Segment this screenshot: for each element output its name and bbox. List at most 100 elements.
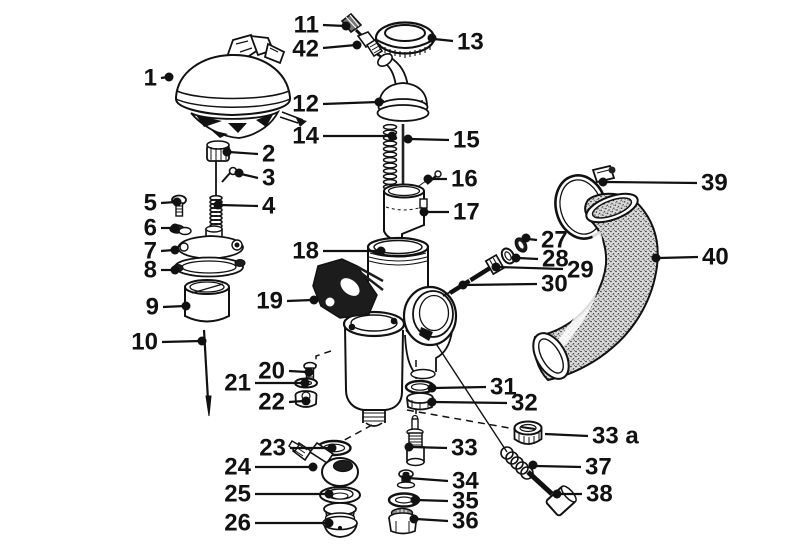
part-ring-nut [374, 21, 436, 58]
leader-line-36 [415, 517, 449, 523]
leader-dot-5 [172, 197, 182, 207]
leader-line-28 [517, 256, 539, 261]
callout-label-19: 19 [256, 288, 283, 315]
part-cover-with-spout [376, 53, 430, 122]
callout-label-14: 14 [292, 123, 319, 150]
part-slide-spring [382, 123, 398, 191]
leader-dot-30 [458, 280, 468, 290]
knurling [379, 44, 431, 58]
dashed-line-plug [406, 409, 516, 430]
leader-line-34 [407, 476, 449, 483]
callout-label-40: 40 [702, 244, 729, 271]
callout-label-39: 39 [701, 170, 728, 197]
callout-label-9: 9 [146, 294, 159, 321]
callout-label-34: 34 [452, 468, 479, 495]
part-hex-plug [513, 420, 543, 445]
leader-dot-35 [410, 495, 420, 505]
leader-line-13 [433, 37, 454, 43]
leader-line-9 [162, 304, 186, 309]
leader-line-40 [658, 255, 699, 260]
callout-label-31: 31 [490, 374, 517, 401]
leader-dot-4 [213, 200, 223, 210]
callout-label-16: 16 [451, 166, 478, 193]
leader-dot-19 [309, 295, 319, 305]
callout-label-6: 6 [144, 215, 157, 242]
callout-label-36: 36 [452, 508, 479, 535]
leader-dot-24 [308, 462, 318, 472]
callout-label-25: 25 [224, 481, 251, 508]
callout-label-20: 20 [258, 358, 285, 385]
leader-dot-10 [197, 336, 207, 346]
vent-slots [196, 113, 274, 138]
part-throttle-slide [383, 183, 428, 243]
leader-dot-3 [234, 168, 244, 178]
callout-label-27: 27 [541, 227, 568, 254]
callout-label-33a: 33 a [592, 423, 639, 450]
part-carburetor-body [342, 236, 458, 427]
leader-dot-14 [387, 131, 397, 141]
leader-dot-37 [528, 460, 538, 470]
callout-label-26: 26 [224, 510, 251, 537]
dashed-line-banjo [338, 424, 373, 444]
leader-dot-27 [521, 233, 531, 243]
leader-line-12 [322, 100, 379, 106]
leader-line-15 [409, 137, 450, 142]
leader-dot-32 [427, 397, 437, 407]
leader-dot-2 [222, 147, 232, 157]
leader-dot-26 [324, 518, 334, 528]
callout-label-32: 32 [511, 390, 538, 417]
leader-dot-13 [427, 33, 437, 43]
callout-label-8: 8 [144, 257, 157, 284]
leader-line-3 [240, 172, 259, 180]
leader-line-39 [605, 180, 698, 185]
leader-line-11 [322, 23, 346, 28]
leader-dot-33 [404, 442, 414, 452]
elbow-mouth [585, 192, 639, 224]
leader-dot-6 [170, 223, 180, 233]
leader-line-35 [416, 498, 449, 503]
leader-dot-11 [341, 21, 351, 31]
callout-label-29: 29 [567, 257, 594, 284]
leader-dot-40 [651, 253, 661, 263]
part-intake-elbow [532, 192, 659, 382]
leader-dot-42 [352, 40, 362, 50]
leader-dot-29 [491, 262, 501, 272]
part-washer-35 [387, 492, 421, 508]
leader-line-19 [286, 298, 313, 303]
leader-dot-28 [511, 253, 521, 263]
leader-dot-21 [300, 378, 310, 388]
callout-label-12: 12 [292, 91, 319, 118]
part-air-cleaner [175, 33, 307, 139]
leader-line-31 [433, 385, 487, 390]
part-throttle-slide-left [184, 279, 230, 323]
leader-dot-18 [376, 246, 386, 256]
part-nut-22 [294, 390, 318, 408]
leader-dot-16 [423, 174, 433, 184]
callout-label-30: 30 [541, 271, 568, 298]
leader-dot-9 [181, 301, 191, 311]
callout-label-11: 11 [294, 12, 319, 39]
leader-line-22 [288, 399, 305, 404]
leader-line-4 [219, 203, 259, 208]
leader-dot-25 [324, 489, 334, 499]
part-slide-spring-small [209, 194, 223, 230]
elbow-outlet-flange [532, 332, 570, 380]
callout-label-10: 10 [131, 329, 158, 356]
callout-label-24: 24 [224, 454, 251, 481]
leader-dot-38 [552, 489, 562, 499]
callout-label-4: 4 [262, 193, 276, 220]
leader-line-37 [535, 464, 582, 469]
callout-label-3: 3 [262, 165, 275, 192]
leader-dot-15 [403, 134, 413, 144]
leader-line-42 [322, 43, 357, 50]
callout-label-35: 35 [452, 488, 479, 515]
leader-line-32 [433, 400, 508, 405]
leader-dot-23 [327, 443, 337, 453]
leader-line-33a [544, 432, 589, 438]
callout-label-22: 22 [258, 389, 285, 416]
leader-line-2 [228, 150, 259, 156]
leader-line-29 [497, 265, 564, 271]
